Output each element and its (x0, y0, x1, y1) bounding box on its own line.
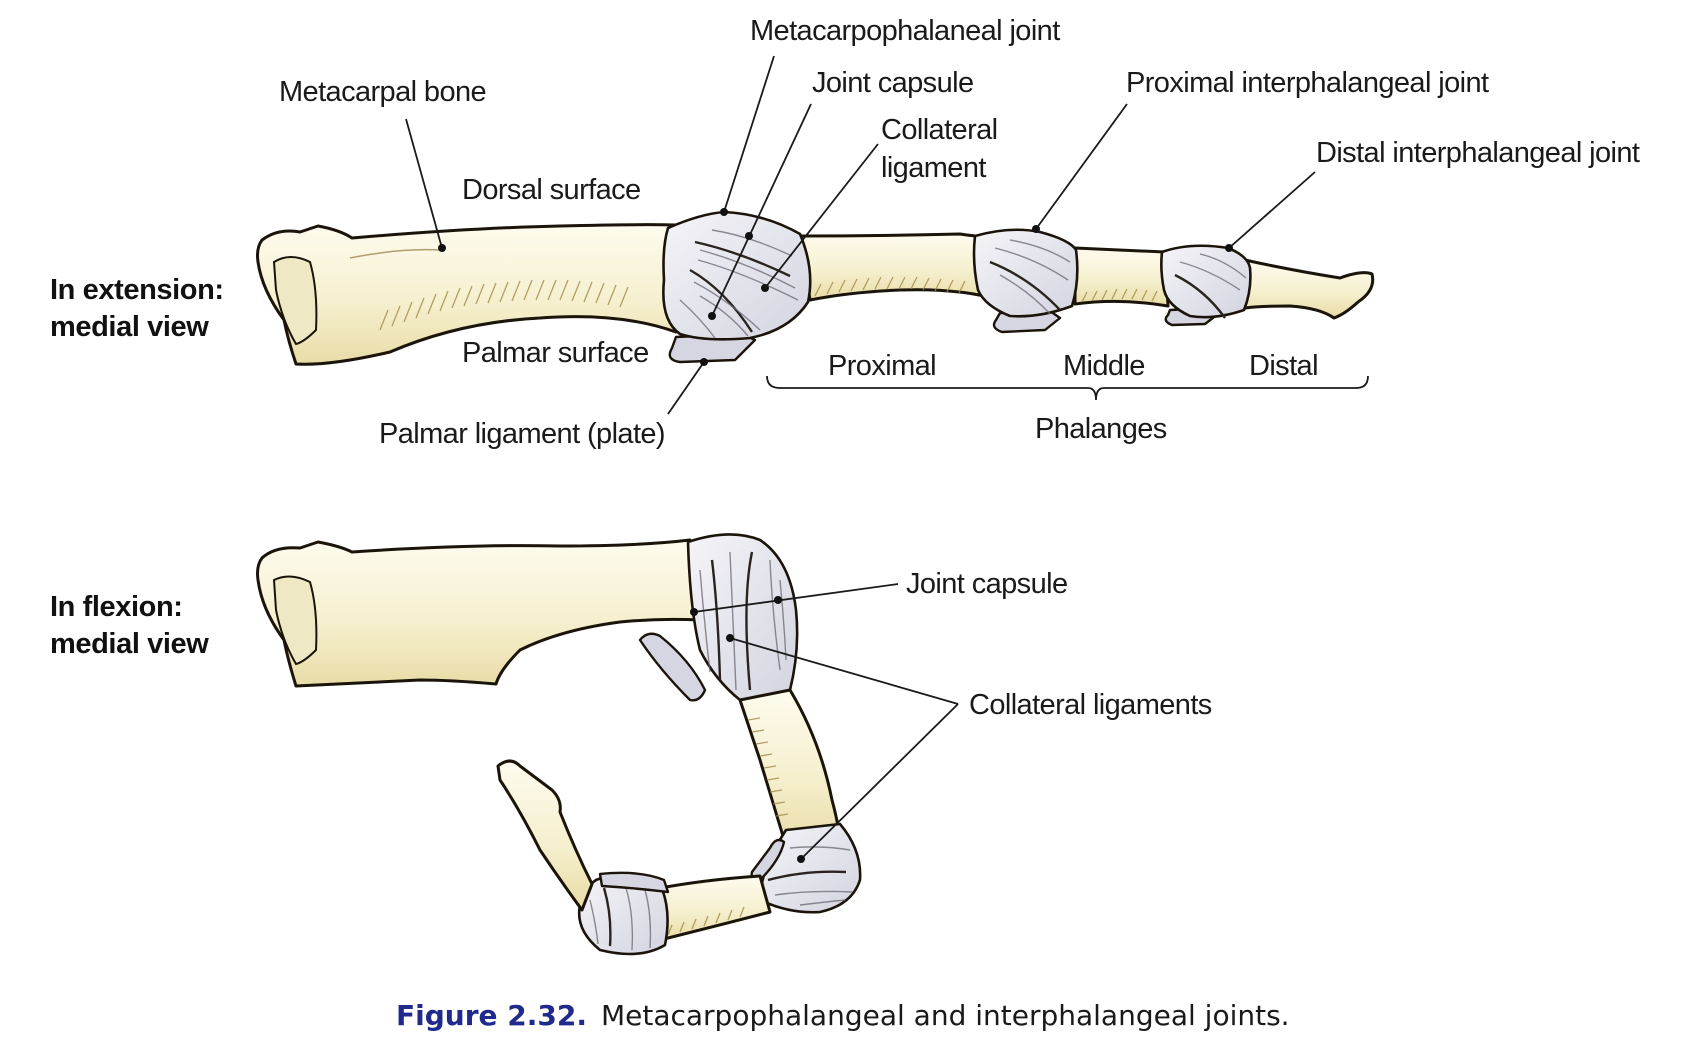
mcp-ligament-band (694, 240, 791, 278)
label-joint-capsule-flexion: Joint capsule (906, 568, 1067, 600)
metacarpal-base-facet-flexion (272, 575, 318, 666)
label-metacarpal-bone: Metacarpal bone (279, 76, 486, 108)
figure-caption-body: Metacarpophalangeal and interphalangeal … (601, 999, 1290, 1032)
label-collateral-ligaments: Collateral ligaments (969, 689, 1212, 721)
dip-ligament-fibers (1179, 253, 1247, 291)
label-middle-phalanx: Middle (1063, 350, 1145, 382)
metacarpal-line (349, 248, 441, 259)
pip-ligament-band (989, 260, 1061, 311)
proximal-phalanx-shading (814, 276, 966, 297)
phalanges-brace (766, 375, 1369, 401)
label-collateral-line1: Collateral (881, 114, 998, 146)
caption-text: Figure 2.32. Metacarpophalangeal and int… (396, 999, 1290, 1032)
dip-flex-band (602, 887, 612, 947)
proximal-phalanx-extension (798, 232, 1002, 302)
flexion-leader-lines (690, 583, 959, 863)
figure-caption: Figure 2.32. Metacarpophalangeal and int… (396, 999, 1290, 1032)
dip-joint-capsule-extension (1160, 244, 1252, 319)
distal-phalanx-flexion (496, 759, 594, 912)
middle-phalanx-flexion-shading (667, 906, 745, 936)
flexion-view: In flexion: medial view Joint capsule (50, 533, 1212, 956)
dip-flex-fibers (589, 884, 652, 951)
mcp-ligament-fibers (679, 229, 799, 339)
mcp-flex-band (745, 551, 754, 691)
label-dorsal-surface: Dorsal surface (462, 174, 641, 206)
dip-ligament-band (1174, 273, 1226, 319)
pip-joint-capsule-flexion (758, 822, 862, 914)
mcp-flex-fibers (699, 551, 787, 691)
label-distal-phalanx: Distal (1249, 350, 1318, 382)
pip-flex-band (767, 870, 847, 882)
metacarpal-shading (379, 279, 629, 331)
proximal-phalanx-flexion (738, 688, 840, 848)
mcp-joint-capsule-flexion (686, 533, 799, 702)
distal-phalanx-extension (1243, 258, 1375, 320)
middle-phalanx-shading (1081, 288, 1158, 303)
dip-palmar-plate-flexion (598, 871, 670, 894)
label-dip-joint: Distal interphalangeal joint (1316, 137, 1640, 169)
label-palmar-ligament: Palmar ligament (plate) (379, 418, 665, 450)
label-collateral-line2: ligament (881, 152, 986, 184)
middle-phalanx-flexion (648, 874, 772, 942)
pip-ligament-fibers (994, 239, 1071, 315)
label-phalanges: Phalanges (1035, 413, 1167, 445)
extension-view-label-line2: medial view (50, 311, 209, 343)
label-mcp-joint: Metacarpophalaneal joint (750, 15, 1060, 47)
extension-leader-lines (405, 55, 1316, 415)
pip-flex-fibers (774, 846, 853, 906)
flexion-view-label-line2: medial view (50, 628, 209, 660)
mcp-palmar-plate (668, 332, 757, 364)
metacarpal-bone-flexion (256, 538, 702, 688)
label-joint-capsule: Joint capsule (812, 67, 973, 99)
extension-view-label-line1: In extension: (50, 274, 224, 306)
figure-number: Figure 2.32. (396, 999, 587, 1032)
extension-view: In extension: medial view (50, 15, 1640, 450)
label-proximal-phalanx: Proximal (828, 350, 936, 382)
proximal-phalanx-flexion-shading (747, 717, 789, 817)
label-pip-joint: Proximal interphalangeal joint (1126, 67, 1489, 99)
mcp-ligament-band (689, 268, 754, 333)
middle-phalanx-extension (1073, 246, 1170, 308)
mcp-palmar-plate-flexion (638, 632, 707, 702)
label-palmar-surface: Palmar surface (462, 337, 649, 369)
flexion-view-label-line1: In flexion: (50, 591, 183, 623)
metacarpal-base-facet (272, 256, 318, 346)
mcp-flex-band (710, 559, 722, 681)
